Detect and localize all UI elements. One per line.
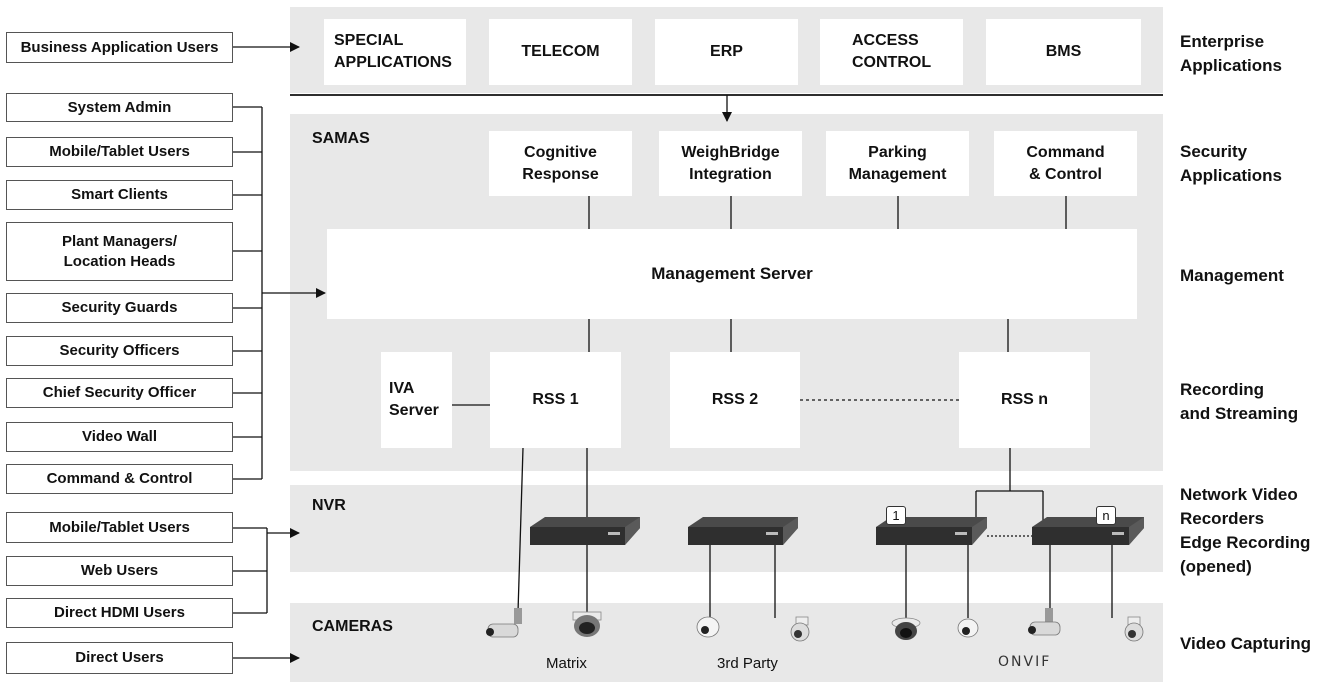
user-box-video-wall: Video Wall [6, 422, 233, 452]
app-special-applications-label: SPECIAL APPLICATIONS [334, 32, 452, 71]
label-management: Management [1180, 266, 1284, 285]
user-box-chief-security-officer: Chief Security Officer [6, 378, 233, 408]
user-box-mobile-tablet-2: Mobile/Tablet Users [6, 512, 233, 543]
rss-n-box: RSS n [959, 352, 1090, 448]
nvr-badge-n: n [1096, 506, 1116, 525]
ptz-camera-icon-2 [957, 618, 979, 638]
label-enterprise-applications: Enterprise Applications [1180, 32, 1283, 75]
label-recording-streaming: Recording and Streaming [1180, 380, 1299, 423]
caption-matrix: Matrix [546, 655, 587, 672]
business-application-users-box: Business Application Users [6, 32, 233, 63]
speed-dome-camera-icon [790, 616, 810, 642]
user-box-command-control: Command & Control [6, 464, 233, 494]
management-server-label: Management Server [651, 264, 813, 283]
dome-camera-icon [572, 611, 602, 637]
user-box-direct-hdmi: Direct HDMI Users [6, 598, 233, 628]
sec-app-command-control-label: Command & Control [1026, 143, 1105, 183]
cameras-title: CAMERAS [312, 618, 393, 635]
user-box-security-officers: Security Officers [6, 336, 233, 366]
user-box-direct-users: Direct Users [6, 642, 233, 674]
user-box-plant-managers: Plant Managers/ Location Heads [6, 222, 233, 281]
nvr-badge-1: 1 [886, 506, 906, 525]
rss-n-label: RSS n [1000, 391, 1049, 408]
rss-2-box: RSS 2 [670, 352, 800, 448]
iva-server-box: IVA Server [381, 352, 452, 448]
app-erp: ERP [655, 19, 798, 85]
onvif-logo: ONVIF [998, 654, 1052, 670]
label-network-video-recorders: Network Video Recorders Edge Recording (… [1180, 485, 1311, 576]
sec-app-cognitive-response: Cognitive Response [489, 131, 632, 196]
ptz-camera-icon [696, 616, 720, 638]
nvr-device-1 [530, 517, 640, 545]
rss-1-box: RSS 1 [490, 352, 621, 448]
app-telecom: TELECOM [489, 19, 632, 85]
app-telecom-label: TELECOM [521, 43, 600, 60]
sec-app-weighbridge: WeighBridge Integration [659, 131, 802, 196]
app-access-control: ACCESS CONTROL [820, 19, 963, 85]
samas-title: SAMAS [312, 130, 370, 147]
rss-2-label: RSS 2 [711, 391, 759, 408]
speed-dome-camera-icon-2 [1124, 616, 1144, 642]
label-video-capturing: Video Capturing [1180, 634, 1311, 653]
cameras-band [290, 603, 1163, 682]
app-bms-label: BMS [1045, 43, 1082, 60]
nvr-device-4 [1032, 517, 1144, 545]
dome-camera-icon-2 [891, 617, 921, 640]
user-box-smart-clients: Smart Clients [6, 180, 233, 210]
sec-app-cognitive-response-label: Cognitive Response [522, 143, 599, 183]
nvr-title: NVR [312, 497, 346, 514]
app-bms: BMS [986, 19, 1141, 85]
user-box-web-users: Web Users [6, 556, 233, 586]
sec-app-parking-management: Parking Management [826, 131, 969, 196]
user-box-security-guards: Security Guards [6, 293, 233, 323]
sec-app-parking-management-label: Parking Management [848, 143, 947, 183]
nvr-device-2 [688, 517, 798, 545]
app-special-applications: SPECIAL APPLICATIONS [324, 19, 466, 85]
user-box-system-admin: System Admin [6, 93, 233, 122]
app-access-control-label: ACCESS CONTROL [852, 32, 932, 71]
caption-third-party-text: 3rd Party [717, 655, 778, 672]
bullet-camera-icon-2 [1028, 608, 1061, 636]
bullet-camera-icon [486, 608, 522, 638]
sec-app-weighbridge-label: WeighBridge Integration [681, 143, 780, 183]
sec-app-command-control: Command & Control [994, 131, 1137, 196]
management-server-box: Management Server [327, 229, 1137, 319]
caption-third-party: 3rd Party [717, 655, 778, 672]
app-erp-label: ERP [710, 43, 743, 60]
label-security-applications: Security Applications [1180, 142, 1283, 185]
user-box-mobile-tablet: Mobile/Tablet Users [6, 137, 233, 167]
rss-1-label: RSS 1 [532, 391, 579, 408]
iva-server-label: IVA Server [389, 380, 439, 419]
